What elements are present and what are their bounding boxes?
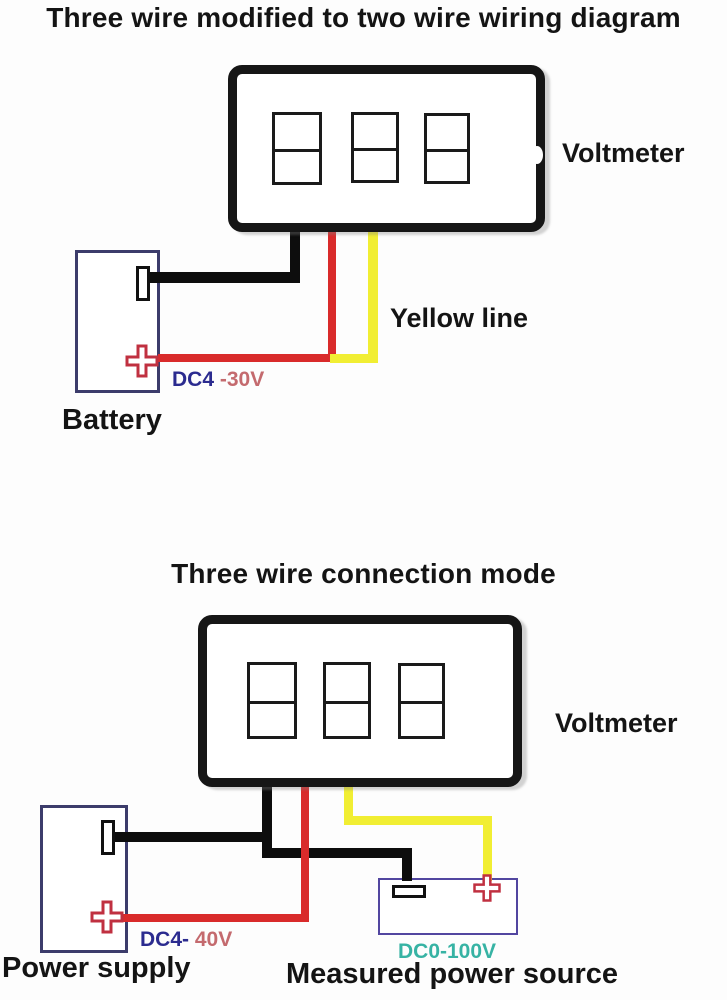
yellow-wire-vertical-1 xyxy=(368,226,378,363)
yellow-line-label: Yellow line xyxy=(390,303,529,333)
red-wire-vertical-1 xyxy=(328,226,336,362)
measured-range-label: DC0-100V xyxy=(398,940,497,963)
dc-range: -30V xyxy=(214,368,265,391)
seven-segment-digit xyxy=(424,113,470,184)
battery-voltage-spec: DC4 -30V xyxy=(172,368,264,392)
black-wire-vertical-1 xyxy=(290,226,300,283)
dc-prefix: DC4- xyxy=(140,928,190,951)
seven-segment-digit xyxy=(247,662,297,739)
case-notch xyxy=(531,146,543,164)
section1-title: Three wire modified to two wire wiring d… xyxy=(46,2,681,33)
seven-segment-digit xyxy=(323,662,371,739)
red-wire-vertical-2 xyxy=(301,781,309,922)
digit-middle-segment xyxy=(249,700,297,704)
voltmeter-2-label: Voltmeter xyxy=(555,708,678,738)
seven-segment-digit xyxy=(398,663,445,739)
plus-terminal-icon xyxy=(473,874,501,902)
plus-terminal-icon xyxy=(90,900,124,934)
digit-middle-segment xyxy=(325,700,371,704)
yellow-wire-vertical-2a xyxy=(344,781,353,825)
power-supply-label: Power supply xyxy=(2,952,191,984)
minus-terminal-icon xyxy=(101,820,115,855)
plus-terminal-icon xyxy=(125,344,159,378)
measured-source-label: Measured power source xyxy=(286,958,618,990)
voltmeter-1-label: Voltmeter xyxy=(562,138,685,168)
voltmeter-2 xyxy=(198,615,522,787)
digit-middle-segment xyxy=(400,701,445,704)
red-wire-horizontal-1 xyxy=(158,354,336,362)
yellow-wire-jumper-1 xyxy=(330,354,378,363)
yellow-wire-horizontal-2 xyxy=(344,816,492,825)
minus-terminal-icon xyxy=(136,266,150,301)
black-wire-horizontal-1 xyxy=(150,272,300,283)
digit-middle-segment xyxy=(274,148,322,152)
minus-terminal-icon xyxy=(392,885,426,898)
red-wire-horizontal-2 xyxy=(123,914,309,922)
digit-middle-segment xyxy=(353,147,399,151)
seven-segment-digit xyxy=(351,112,399,183)
supply-voltage-spec: DC4- 40V xyxy=(140,928,232,952)
black-wire-to-measured xyxy=(402,848,412,881)
dc-range: 40V xyxy=(189,928,233,951)
dc-prefix: DC4 xyxy=(172,368,215,391)
digit-middle-segment xyxy=(426,148,470,152)
voltmeter-1 xyxy=(228,65,545,232)
black-wire-horizontal-2 xyxy=(262,848,412,858)
black-wire-from-supply xyxy=(112,832,272,842)
seven-segment-digit xyxy=(272,112,322,185)
battery-label: Battery xyxy=(62,404,162,436)
yellow-wire-vertical-2b xyxy=(483,816,492,881)
section2-title: Three wire connection mode xyxy=(171,558,556,589)
black-wire-vertical-2 xyxy=(262,781,272,858)
